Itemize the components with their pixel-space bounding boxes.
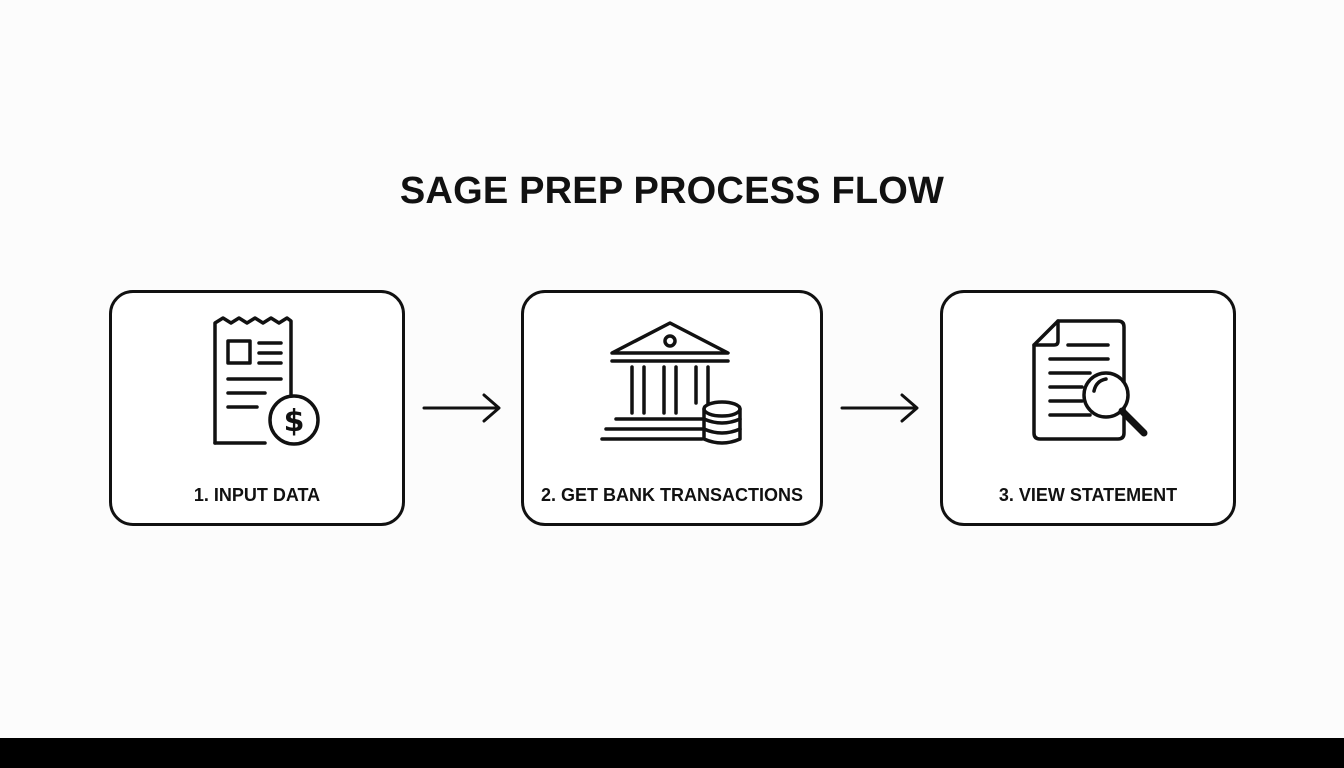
step-box-input-data: $ 1. INPUT DATA	[109, 290, 405, 526]
step-label: 2. GET BANK TRANSACTIONS	[540, 485, 803, 505]
arrow-right-icon	[840, 393, 919, 423]
receipt-dollar-icon: $	[112, 311, 402, 451]
step-label: 3. VIEW STATEMENT	[998, 485, 1178, 505]
process-flow-diagram: SAGE PREP PROCESS FLOW $ 1. INP	[109, 170, 1236, 526]
diagram-title: SAGE PREP PROCESS FLOW	[399, 170, 945, 212]
step-label: 1. INPUT DATA	[193, 485, 321, 505]
svg-text:$: $	[284, 404, 305, 439]
bank-coins-icon	[524, 311, 820, 451]
document-search-icon	[943, 311, 1233, 451]
arrow-right-icon	[422, 393, 501, 423]
step-box-view-statement: 3. VIEW STATEMENT	[940, 290, 1236, 526]
bottom-bar	[0, 738, 1344, 768]
step-box-get-bank-transactions: 2. GET BANK TRANSACTIONS	[521, 290, 823, 526]
